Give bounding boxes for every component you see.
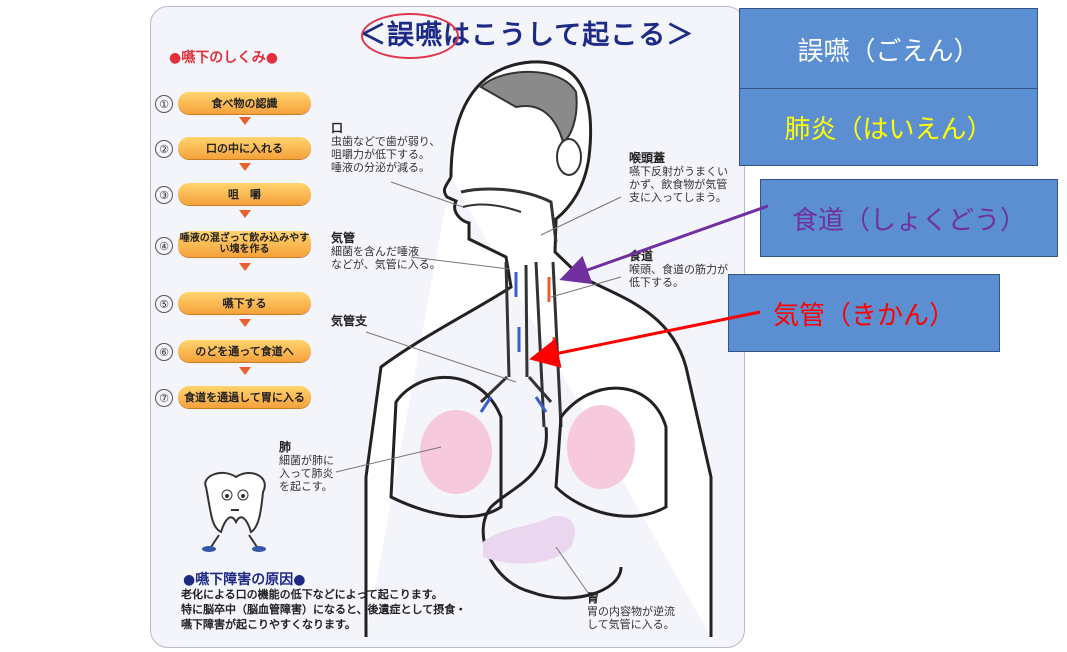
callout-goen-text: 誤嚥（ごえん） (797, 36, 980, 67)
step-number-6: ⑥ (155, 343, 173, 361)
step-arrow (239, 210, 251, 218)
swallow-step-1: 食べ物の認識 (178, 92, 311, 114)
pointer-esophagus (550, 276, 622, 298)
pointer-lung (335, 446, 442, 473)
head-outline (364, 60, 713, 637)
tooth-mascot (202, 471, 266, 552)
diagram-card: ＜誤嚥はこうして起こる＞ ●嚥下のしくみ● ① 食べ物の認識 ② 口の中に入れる… (150, 6, 745, 648)
flow-arrow-bronchi-right (534, 396, 548, 413)
step-arrow (239, 319, 251, 327)
flow-arrow-bronchi-left (479, 396, 493, 413)
step-number-4: ④ (155, 237, 173, 255)
chest-lines (389, 375, 503, 519)
lung-right (567, 405, 635, 489)
step-arrow (239, 163, 251, 171)
label-mouth: 口 虫歯などで歯が弱り、 咀嚼力が低下する。 唾液の分泌が減る。 (331, 121, 441, 175)
oral-cavity (460, 187, 558, 243)
swallow-step-6: のどを通って食道へ (178, 340, 311, 362)
step-arrow (239, 117, 251, 125)
callout-shokudo-text: 食道（しょくどう） (791, 205, 1026, 236)
title-highlight-circle (361, 13, 459, 59)
chest-lines-right (554, 386, 668, 518)
pointer-bronchi (365, 331, 517, 383)
swallow-step-3: 咀 嚼 (178, 183, 311, 205)
bronchi-lines (479, 375, 553, 404)
pointer-stomach (555, 546, 592, 598)
trachea-tube (504, 261, 529, 378)
step-number-3: ③ (155, 186, 173, 204)
label-epiglottis: 喉頭蓋 嚥下反射がうまくい かず、飲食物が気管 支に入ってしまう。 (629, 151, 728, 205)
body-illustration (202, 60, 713, 637)
step-number-2: ② (155, 140, 173, 158)
step-arrow (239, 367, 251, 375)
label-stomach: 胃 胃の内容物が逆流 して気管に入る。 (587, 591, 675, 632)
arrow-trachea (529, 310, 761, 368)
hair (479, 70, 578, 144)
callout-kikan-text: 気管（きかん） (772, 300, 955, 331)
callout-kikan: 気管（きかん） (728, 274, 1000, 352)
callout-haien: 肺炎（はいえん） (739, 88, 1038, 166)
callout-shokudo: 食道（しょくどう） (760, 179, 1058, 257)
step-arrow (239, 263, 251, 271)
lung-left (420, 410, 492, 494)
swallow-step-5: 嚥下する (178, 292, 311, 314)
label-trachea: 気管 細菌を含んだ唾液 などが、気管に入る。 (331, 231, 441, 272)
ear (556, 138, 582, 176)
swallow-section-heading: ●嚥下のしくみ● (169, 50, 278, 66)
step-number-7: ⑦ (155, 389, 173, 407)
pointer-epiglottis (540, 196, 622, 236)
cause-text: 老化による口の機能の低下などによって起こります。 特に脳卒中（脳血管障害）になる… (181, 588, 467, 631)
swallow-step-2: 口の中に入れる (178, 137, 311, 159)
stomach-contents (483, 516, 575, 564)
cause-section-heading: ●嚥下障害の原因● (183, 572, 306, 588)
label-bronchi: 気管支 (331, 314, 368, 328)
swallow-step-4: 唾液の混ざって飲み込みやすい塊を作る (178, 231, 311, 257)
step-number-1: ① (155, 95, 173, 113)
callout-haien-text: 肺炎（はいえん） (784, 114, 993, 145)
arrow-esophagus (559, 204, 769, 285)
pointer-mouth (390, 181, 464, 208)
pointer-trachea (410, 256, 510, 270)
tongue (462, 203, 522, 213)
swallow-step-7: 食道を通過して胃に入る (178, 386, 311, 408)
label-lung: 肺 細菌が肺に 入って肺炎 を起こす。 (279, 440, 334, 494)
step-number-5: ⑤ (155, 295, 173, 313)
